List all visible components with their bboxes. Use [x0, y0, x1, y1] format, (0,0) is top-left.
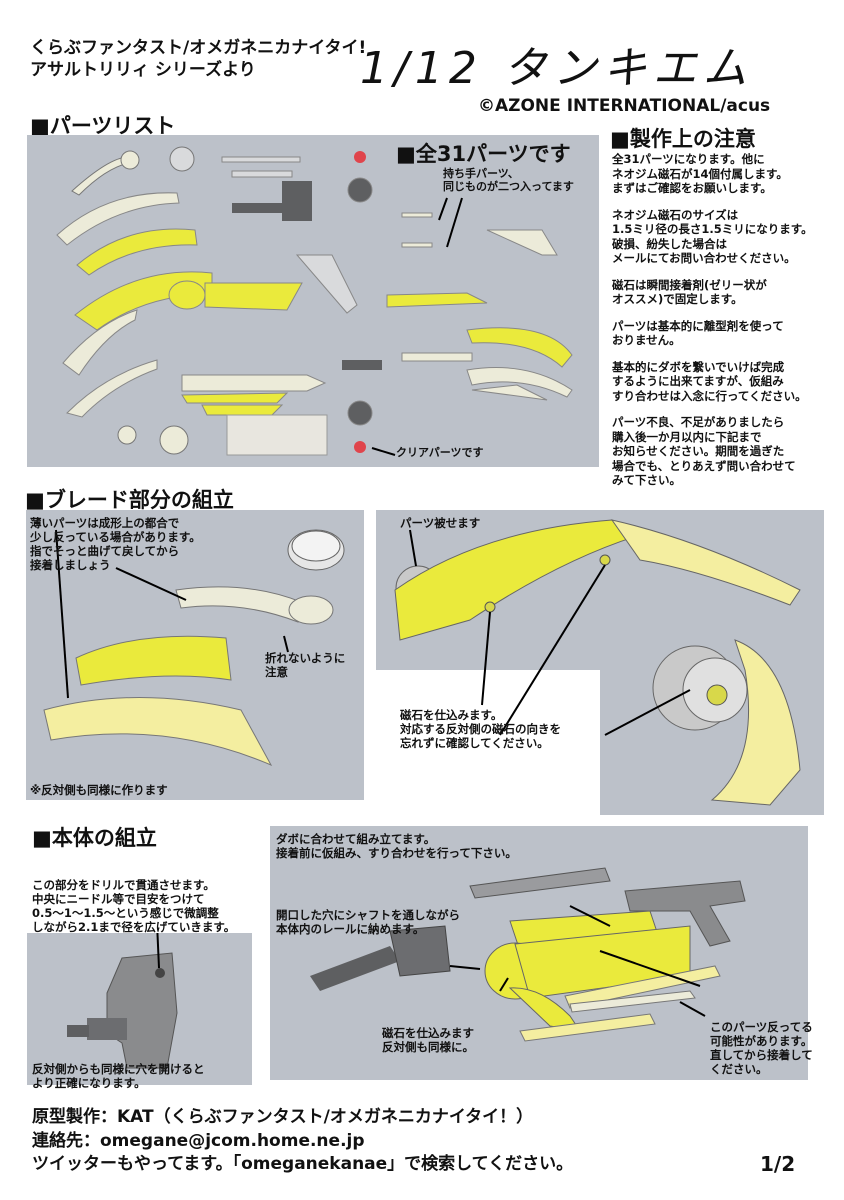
- warp-note: このパーツ反ってる 可能性があります。 直してから接着して ください。: [710, 1020, 813, 1076]
- caution-3: 磁石は瞬間接着剤(ゼリー状がオススメ)で固定します。: [612, 277, 767, 307]
- cautions-heading: ■製作上の注意: [610, 127, 756, 151]
- parts-list-panel: [27, 135, 599, 467]
- blade-panel-left: [26, 510, 364, 800]
- magnet-note-body: 磁石を仕込みます 反対側も同様に。: [382, 1026, 474, 1054]
- parts-list-heading: ■パーツリスト: [30, 114, 176, 138]
- parts-illustration: [56, 146, 573, 456]
- page-title: 1/12 タンキエム: [360, 43, 753, 94]
- blade-heading: ■ブレード部分の組立: [25, 488, 234, 512]
- caution-4: パーツは基本的に離型剤を使っておりません。: [612, 318, 784, 348]
- body-illustration: [310, 867, 746, 1042]
- series-line-2: アサルトリリィ シリーズより: [30, 60, 256, 80]
- clear-parts-note: クリアパーツです: [396, 446, 484, 459]
- drill-note: この部分をドリルで貫通させます。 中央にニードル等で目安をつけて 0.5～1～1…: [32, 878, 236, 934]
- creator-credit: 原型製作：KAT（くらぶファンタスト/オメガネニカナイタイ！）: [32, 1107, 534, 1127]
- cover-parts-note: パーツ被せます: [400, 516, 481, 530]
- caution-6: パーツ不良、不足がありましたら購入後一か月以内に下記までお知らせください。期間を…: [612, 415, 796, 487]
- parts-count-label: ■全31パーツです: [396, 142, 571, 166]
- caution-5: 基本的にダボを繋いでいけば完成するように出来てますが、仮組みすり合わせは入念に行…: [612, 359, 807, 403]
- caution-1: 全31パーツになります。他にネオジム磁石が14個付属します。まずはご確認をお願い…: [612, 152, 788, 195]
- thin-parts-note: 薄いパーツは成形上の都合で 少し反っている場合があります。 指でそっと曲げて戻し…: [30, 516, 201, 572]
- dowel-note: ダボに合わせて組み立てます。 接着前に仮組み、すり合わせを行って下さい。: [276, 832, 517, 860]
- contact-email: 連絡先：omegane@jcom.home.ne.jp: [32, 1131, 365, 1151]
- cautions-text: 全31パーツになります。他にネオジム磁石が14個付属します。まずはご確認をお願い…: [612, 152, 837, 500]
- body-panel-right: [270, 826, 808, 1080]
- twitter-note: ツイッターもやってます。「omeganekanae」で検索してください。: [32, 1154, 574, 1174]
- reverse-note: 反対側からも同様に穴を開けると より正確になります。: [32, 1062, 205, 1090]
- shaft-note: 開口した穴にシャフトを通しながら 本体内のレールに納めます。: [276, 908, 460, 936]
- dont-break-note: 折れないように 注意: [265, 651, 346, 679]
- series-line-1: くらぶファンタスト/オメガネニカナイタイ!: [30, 38, 367, 58]
- blade-panel-right-bottom: [600, 605, 824, 815]
- body-heading: ■本体の組立: [32, 826, 157, 850]
- body-panel-left: [27, 933, 252, 1085]
- drill-illustration: [67, 933, 178, 1069]
- other-side-note: ※反対側も同様に作ります: [30, 783, 168, 797]
- magnet-note-blade: 磁石を仕込みます。 対応する反対側の磁石の向きを 忘れずに確認してください。: [400, 708, 561, 750]
- hand-parts-note: 持ち手パーツ、 同じものが二つ入ってます: [443, 167, 574, 193]
- copyright: ©AZONE INTERNATIONAL/acus: [478, 96, 771, 116]
- blade-illustration-left: [43, 529, 345, 767]
- page-number: 1/2: [760, 1152, 796, 1176]
